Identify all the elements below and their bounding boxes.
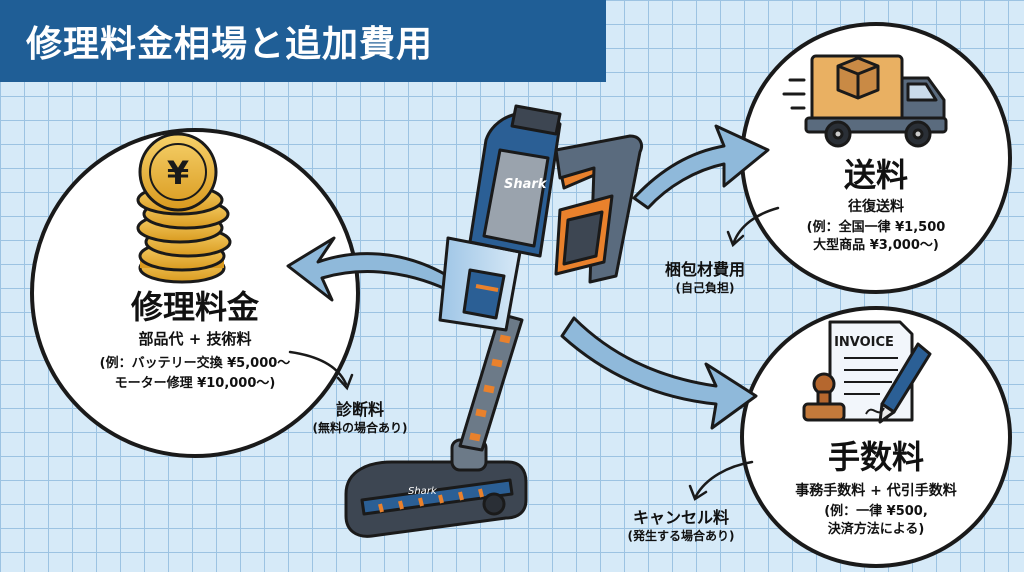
repair-example-line2: モーター修理 ¥10,000〜) <box>114 376 276 391</box>
repair-sub: 部品代 + 技術料 <box>138 330 252 348</box>
shipping-heading: 送料 <box>843 156 908 194</box>
shipping-example-line1: (例：全国一律 ¥1,500 <box>806 220 946 235</box>
fees-sub: 事務手数料 + 代引手数料 <box>795 483 957 499</box>
stamp-icon <box>802 372 846 422</box>
invoice-label: INVOICE <box>834 335 894 350</box>
diagnosis-note: (無料の場合あり) <box>312 421 408 435</box>
fees-heading: 手数料 <box>827 438 924 476</box>
small-arrows <box>288 206 780 501</box>
repair-heading: 修理料金 <box>130 288 259 326</box>
cancel-label: キャンセル料 <box>632 508 729 527</box>
arrow-to-repair <box>286 236 450 302</box>
yen-coin-stack-icon <box>136 132 232 284</box>
fees-example-line2: 決済方法による) <box>827 522 925 537</box>
shipping-example-line2: 大型商品 ¥3,000〜) <box>813 238 939 253</box>
shipping-sub: 往復送料 <box>848 199 904 215</box>
arrow-to-fees <box>560 316 758 430</box>
title-banner: 修理料金相場と追加費用 <box>0 0 606 82</box>
delivery-truck-icon <box>782 54 948 148</box>
vacuum-brand-label: Shark <box>504 177 548 192</box>
stick-vacuum-illustration <box>344 104 644 538</box>
diagnosis-label: 診断料 <box>335 400 384 419</box>
coin-yen-symbol: ¥ <box>167 154 189 192</box>
packaging-note: (自己負担) <box>675 281 735 295</box>
fees-example-line1: (例：一律 ¥500, <box>824 504 928 519</box>
repair-example-line1: (例：バッテリー交換 ¥5,000〜 <box>99 356 291 371</box>
floorhead-brand-label: Shark <box>408 486 438 497</box>
page-title: 修理料金相場と追加費用 <box>26 24 434 65</box>
arrow-to-shipping <box>632 124 770 210</box>
cancel-note: (発生する場合あり) <box>627 529 735 543</box>
pen-icon <box>865 342 932 424</box>
packaging-label: 梱包材費用 <box>664 260 745 279</box>
